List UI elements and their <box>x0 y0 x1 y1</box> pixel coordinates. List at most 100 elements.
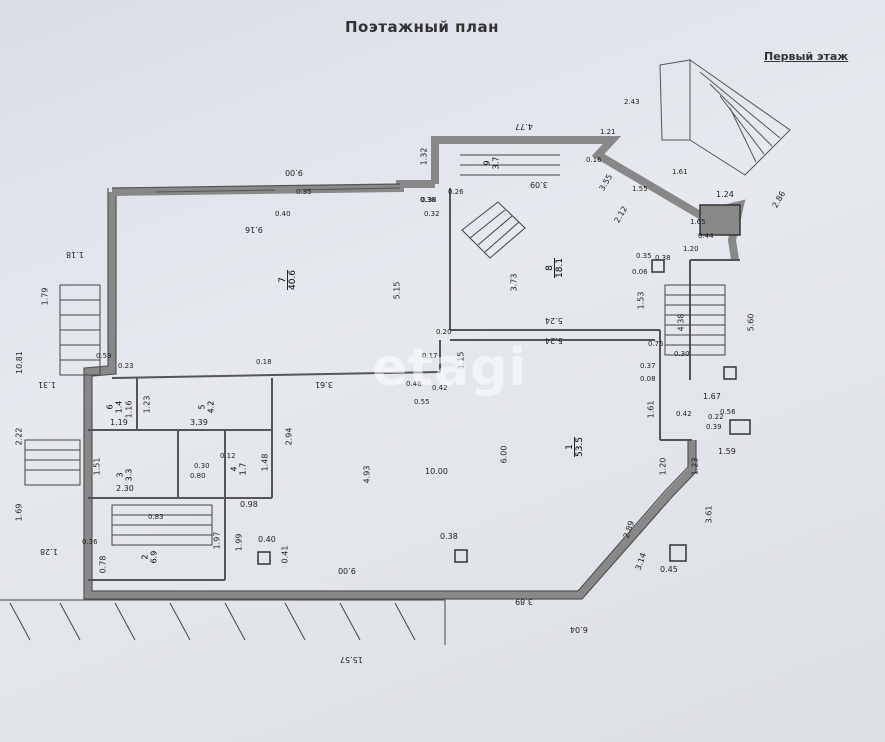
dim-small-z: 0.30 <box>674 350 690 358</box>
dim-small-k: 3.39 <box>190 418 208 427</box>
room-label-6: 6 1.4 <box>105 401 123 414</box>
room-6-area: 1.4 <box>114 400 124 414</box>
dim-small-as: 1.20 <box>683 245 699 253</box>
dim-small-x: 0.37 <box>640 362 656 370</box>
dim-small-g: 2.94 <box>284 427 294 446</box>
dim-room1-height: 6.00 <box>499 445 509 464</box>
dim-small-af: 0.06 <box>632 268 648 276</box>
dim-small-f: 1.48 <box>260 453 270 472</box>
dim-col-d: 0.41 <box>280 545 290 564</box>
room-1-area: 53.5 <box>574 436 586 458</box>
room-label-4: 4 1.7 <box>229 463 247 476</box>
dim-room8-width-b: 5.24 <box>545 336 563 345</box>
dim-bottom-wall: 9.00 <box>338 566 356 575</box>
dim-room7-height: 5.15 <box>392 281 402 300</box>
dim-right-f: 1.20 <box>658 457 668 476</box>
room-label-5: 5 4.2 <box>197 401 215 414</box>
dim-small-at: 0.44 <box>698 232 714 240</box>
dim-tower-b: 1.32 <box>419 147 429 166</box>
room-4-number: 4 <box>229 466 239 472</box>
room-7-area: 40.6 <box>287 269 299 291</box>
dim-small-ba: 0.39 <box>706 423 722 431</box>
stairs-tower <box>460 154 726 356</box>
room-3-area: 3.3 <box>124 468 134 482</box>
dim-room8-width-a: 5.24 <box>545 316 563 325</box>
dim-small-n: 0.59 <box>96 352 112 360</box>
dim-small-ak: 0.38 <box>421 196 437 204</box>
dim-right-e: 1.61 <box>646 400 656 419</box>
dim-tower-d: 1.24 <box>716 190 734 199</box>
room-label-8: 8 18.1 <box>545 257 566 279</box>
dim-small-a: 1.19 <box>110 418 128 427</box>
dim-small-o: 0.23 <box>118 362 134 370</box>
room-6-number: 6 <box>105 404 115 410</box>
dim-bottom-right: 3.89 <box>515 597 533 606</box>
dim-small-ap: 0.12 <box>220 452 236 460</box>
dim-col-b: 0.38 <box>440 532 458 541</box>
dim-small-l: 1.16 <box>124 400 134 419</box>
dim-right-g: 1.23 <box>690 457 700 476</box>
stairs-left <box>24 284 213 546</box>
dim-left-f: 1.18 <box>66 250 84 259</box>
columns <box>257 204 751 565</box>
dim-small-av: 1.21 <box>600 128 616 136</box>
dim-small-t: 0.46 <box>406 380 422 388</box>
dim-small-ar: 4.38 <box>676 313 686 332</box>
dim-small-s: 0.42 <box>432 384 448 392</box>
room-label-2: 2 6.9 <box>140 551 158 564</box>
dim-room7-inner: 9.16 <box>245 225 263 234</box>
ground-hatch <box>0 599 446 645</box>
room-9-area: 3.7 <box>491 156 501 170</box>
dim-small-am: 0.35 <box>296 188 312 196</box>
dim-col-a: 0.40 <box>258 535 276 544</box>
outer-walls-dark <box>83 183 697 600</box>
dim-top-wall: 9.00 <box>285 168 303 177</box>
dim-small-ac: 0.42 <box>676 410 692 418</box>
dim-stair-a: 3.09 <box>530 180 548 189</box>
dim-small-b: 2.30 <box>116 484 134 493</box>
dim-small-w: 0.75 <box>648 340 664 348</box>
dim-left-a: 1.79 <box>40 287 50 306</box>
dim-room8-height: 3.73 <box>509 273 519 292</box>
dim-small-j: 0.36 <box>82 538 98 546</box>
dim-small-v: 0.20 <box>436 328 452 336</box>
room-4-area: 1.7 <box>238 462 248 476</box>
room-8-area: 18.1 <box>554 257 566 279</box>
dim-small-c: 1.97 <box>212 531 222 550</box>
room-2-number: 2 <box>140 554 150 560</box>
dim-small-e: 0.98 <box>240 500 258 509</box>
dim-tower-a: 4.77 <box>515 122 533 131</box>
dim-small-ab: 0.56 <box>720 408 736 416</box>
dim-small-al: 0.40 <box>275 210 291 218</box>
dim-right-a: 5.60 <box>746 313 756 332</box>
room-label-9: 9 3.7 <box>482 157 500 170</box>
dim-overall-width: 15.57 <box>340 655 363 664</box>
stairs-outside <box>659 59 791 176</box>
room-3-number: 3 <box>115 472 125 478</box>
dim-small-h: 1.51 <box>92 457 102 476</box>
watermark: etagi <box>372 338 528 398</box>
window-lines <box>154 187 401 193</box>
dim-left-d: 1.31 <box>38 380 56 389</box>
dim-small-aa: 1.67 <box>703 392 721 401</box>
dim-col-c: 0.45 <box>660 565 678 574</box>
dim-small-y: 0.08 <box>640 375 656 383</box>
dim-small-aj: 0.32 <box>424 210 440 218</box>
room-label-7: 1 7 40.6 <box>278 269 299 291</box>
dim-right-c: 1.59 <box>718 447 736 456</box>
dim-small-i: 0.78 <box>98 555 108 574</box>
dim-left-total: 10.81 <box>14 351 24 374</box>
dim-room1-width: 10.00 <box>425 467 448 476</box>
dim-small-au: 0.38 <box>655 254 671 262</box>
dim-small-ah: 0.26 <box>448 188 464 196</box>
dim-left-e: 1.28 <box>40 547 58 556</box>
dim-small-aq: 0.83 <box>148 513 164 521</box>
dim-small-ae: 1.65 <box>690 218 706 226</box>
dim-small-ao: 0.30 <box>194 462 210 470</box>
dim-room1-side: 4.93 <box>362 465 372 484</box>
dim-small-ay: 2.43 <box>624 98 640 106</box>
plan-title: Поэтажный план <box>345 18 499 36</box>
floor-label: Первый этаж <box>764 50 849 63</box>
